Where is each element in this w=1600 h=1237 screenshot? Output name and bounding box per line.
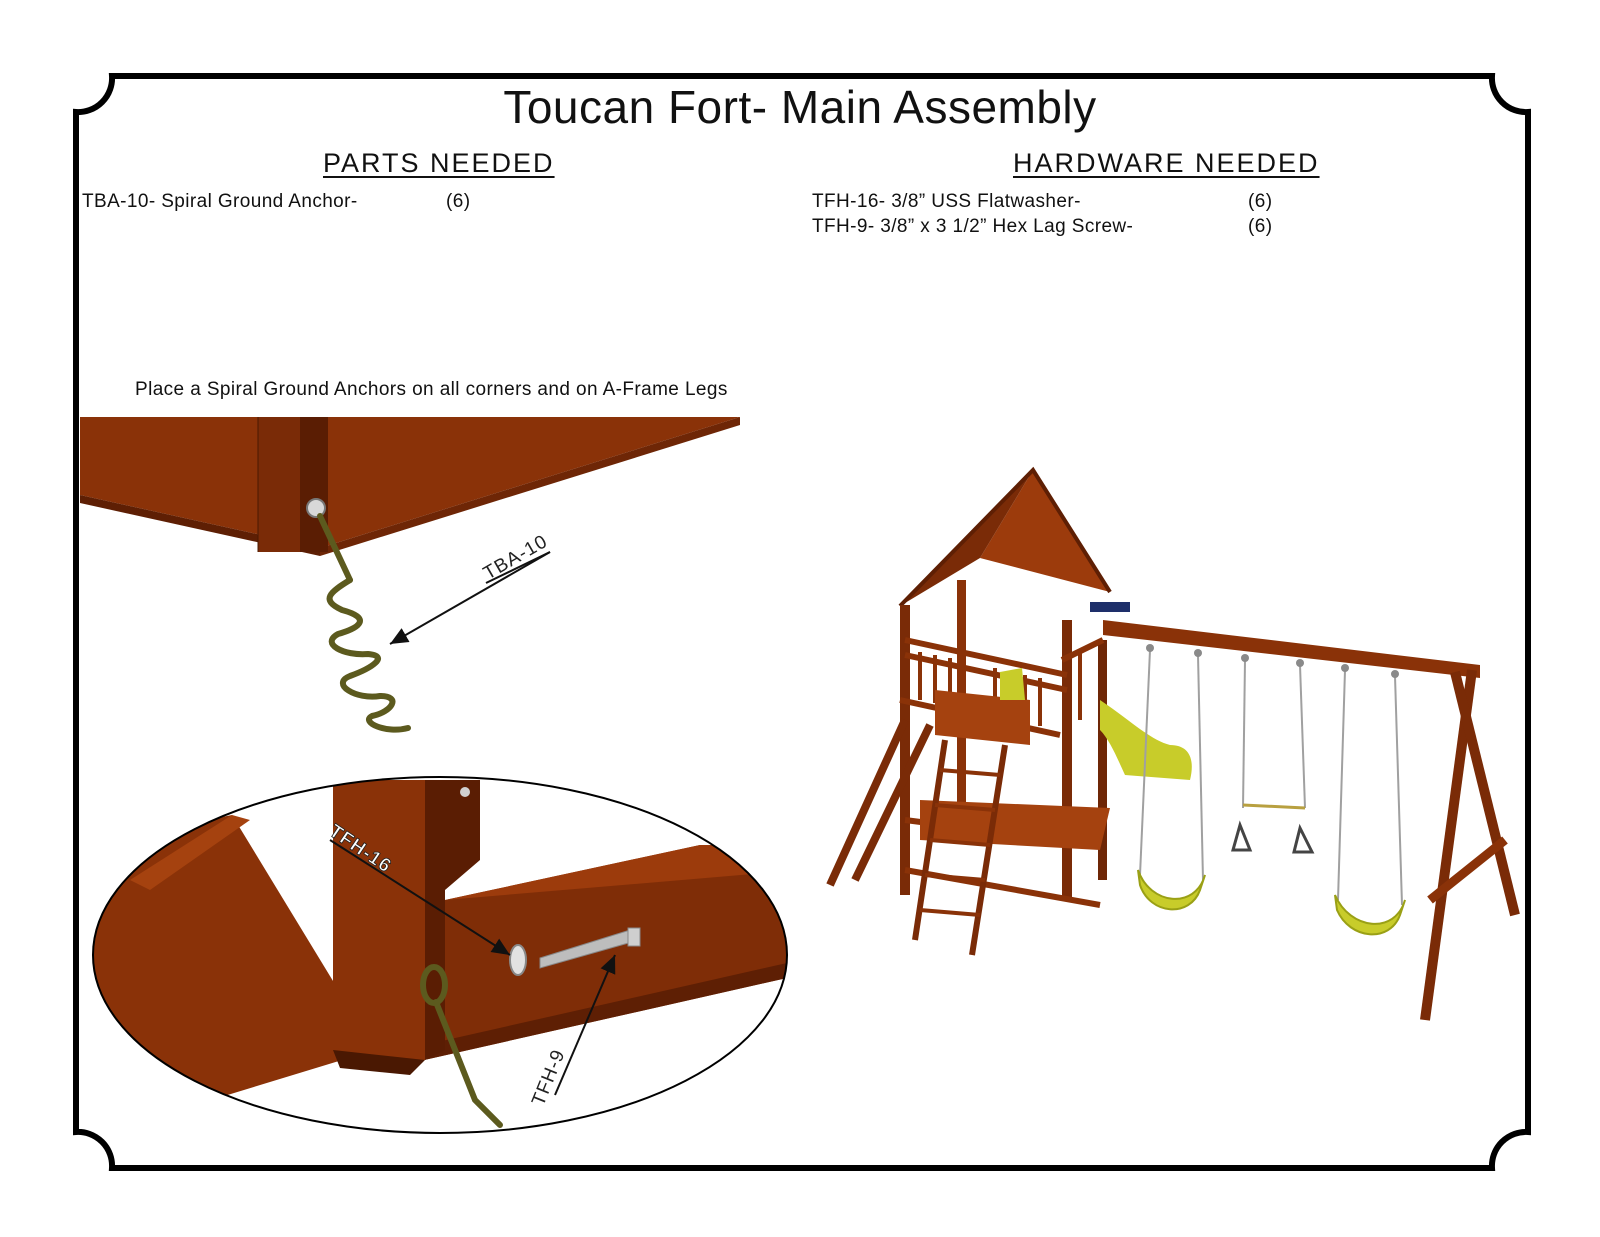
page-title: Toucan Fort- Main Assembly <box>503 81 1097 133</box>
corner-detail-top <box>80 417 740 556</box>
hardware-heading: HARDWARE NEEDED <box>1013 148 1320 178</box>
hardware-item-label: TFH-16- 3/8” USS Flatwasher- <box>812 191 1081 212</box>
hardware-item-qty: (6) <box>1248 191 1273 212</box>
instruction-text: Place a Spiral Ground Anchors on all cor… <box>135 379 728 400</box>
parts-item-label: TBA-10- Spiral Ground Anchor- <box>82 191 358 212</box>
spiral-anchor-top <box>317 513 411 733</box>
hardware-item-label: TFH-9- 3/8” x 3 1/2” Hex Lag Screw- <box>812 216 1134 237</box>
parts-item-qty: (6) <box>446 191 471 212</box>
parts-heading: PARTS NEEDED <box>323 148 555 178</box>
hardware-item-qty: (6) <box>1248 216 1273 237</box>
zoom-detail <box>93 780 787 1133</box>
anchor-callout: TBA-10 <box>389 531 551 645</box>
playset-illustration <box>826 466 1520 1021</box>
lag-screw <box>539 927 641 969</box>
